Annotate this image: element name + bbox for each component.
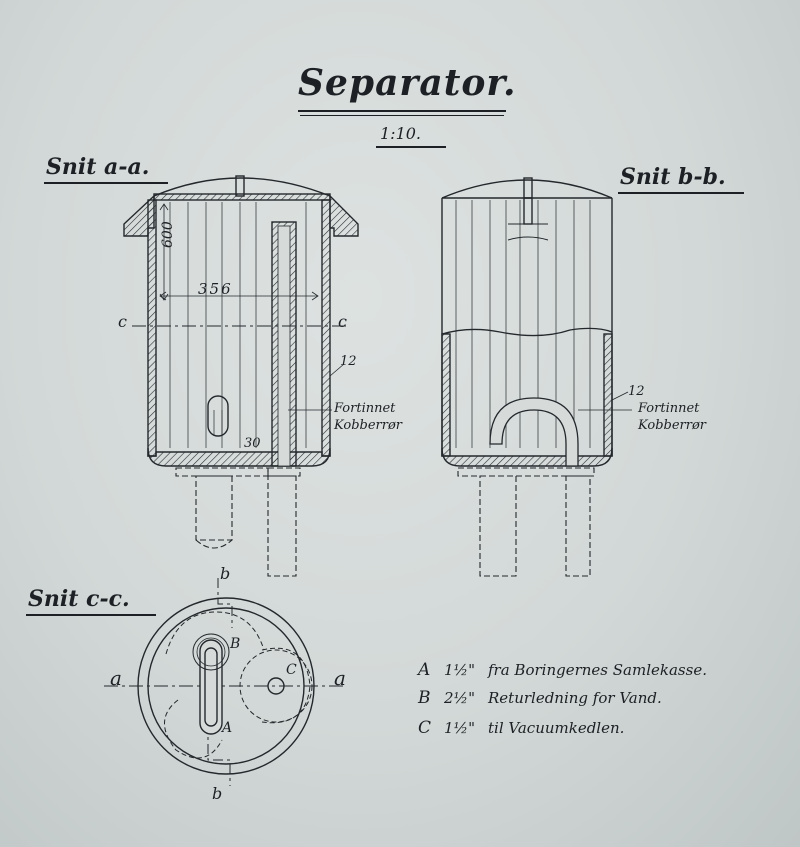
connection-letter-c: C bbox=[286, 662, 297, 678]
section-bb-return-pipe bbox=[489, 397, 579, 467]
section-aa-top-plate bbox=[153, 193, 331, 201]
legend-text-b: Returledning for Vand. bbox=[488, 689, 662, 707]
legend-row-c: C 1½" til Vacuumkedlen. bbox=[418, 718, 624, 738]
section-aa-left-wall bbox=[147, 199, 157, 457]
connection-c-pipe bbox=[267, 677, 285, 695]
connection-letter-a: A bbox=[222, 720, 233, 736]
section-aa-inlet-pipe bbox=[207, 395, 229, 437]
section-bb-stem bbox=[523, 197, 533, 225]
section-cc-view bbox=[104, 578, 346, 786]
section-aa-heading: Snit a-a. bbox=[46, 154, 150, 180]
section-bb-left-wall bbox=[441, 333, 451, 457]
section-bb-underline bbox=[618, 192, 744, 194]
pipe-note-bb-line2: Kobberrør bbox=[638, 418, 706, 433]
legend-text-a: fra Boringernes Samlekasse. bbox=[488, 661, 707, 679]
legend-key-c: C bbox=[418, 718, 432, 738]
pipe-note-bb-line1: Fortinnet bbox=[638, 401, 700, 416]
section-bb-outlets bbox=[457, 467, 595, 577]
legend-size-b: 2½" bbox=[444, 689, 475, 707]
section-letter-c-right: c bbox=[338, 312, 347, 331]
section-aa-right-wall bbox=[321, 199, 331, 457]
section-letter-c-left: c bbox=[118, 312, 127, 331]
title-underline bbox=[298, 110, 506, 112]
section-bb-break-line bbox=[441, 327, 613, 337]
section-bb-vent bbox=[523, 177, 533, 199]
dimension-width-label: 356 bbox=[198, 280, 233, 298]
dimension-bottom-label: 30 bbox=[244, 436, 261, 451]
section-bb-right-wall bbox=[603, 333, 613, 457]
section-bb-dome bbox=[441, 179, 613, 199]
pipe-note-aa-line2: Kobberrør bbox=[334, 418, 402, 433]
dimension-wall-label: 12 bbox=[340, 354, 357, 369]
section-bb-heading: Snit b-b. bbox=[620, 164, 726, 190]
section-cc-underline bbox=[26, 614, 156, 616]
section-bb-bottom bbox=[441, 447, 613, 467]
section-letter-a-left: a bbox=[110, 666, 122, 690]
legend-key-b: B bbox=[418, 688, 431, 708]
section-aa-bottom bbox=[147, 447, 331, 467]
legend-text-c: til Vacuumkedlen. bbox=[488, 719, 625, 737]
section-aa-vent bbox=[235, 175, 245, 197]
dimension-height-label: 600 bbox=[160, 221, 176, 248]
section-cc-lobes bbox=[164, 611, 313, 759]
section-aa-underline bbox=[44, 182, 168, 184]
section-cc-heading: Snit c-c. bbox=[28, 586, 130, 612]
drawing-scale: 1:10. bbox=[380, 124, 422, 143]
section-bb-view bbox=[441, 177, 632, 577]
section-aa-staves bbox=[169, 202, 307, 448]
section-aa-outlets bbox=[175, 467, 301, 577]
title-underline-2 bbox=[300, 115, 504, 116]
legend-key-a: A bbox=[418, 660, 431, 680]
section-aa-dome bbox=[153, 177, 331, 197]
section-aa-view bbox=[123, 175, 359, 577]
pipe-note-aa-line1: Fortinnet bbox=[334, 401, 396, 416]
legend-size-a: 1½" bbox=[444, 661, 475, 679]
legend-row-a: A 1½" fra Boringernes Samlekasse. bbox=[418, 660, 707, 680]
section-letter-a-right: a bbox=[334, 666, 346, 690]
section-aa-right-flange bbox=[329, 194, 359, 237]
connection-letter-b: B bbox=[230, 636, 241, 652]
legend-size-c: 1½" bbox=[444, 719, 475, 737]
scale-underline bbox=[376, 146, 446, 148]
section-letter-b-top: b bbox=[220, 564, 231, 583]
legend-row-b: B 2½" Returledning for Vand. bbox=[418, 688, 662, 708]
connection-a-b-slot bbox=[199, 639, 223, 735]
wall-note-bb: 12 bbox=[628, 384, 645, 399]
drawing-title: Separator. bbox=[298, 62, 517, 104]
section-letter-b-bottom: b bbox=[212, 784, 223, 803]
